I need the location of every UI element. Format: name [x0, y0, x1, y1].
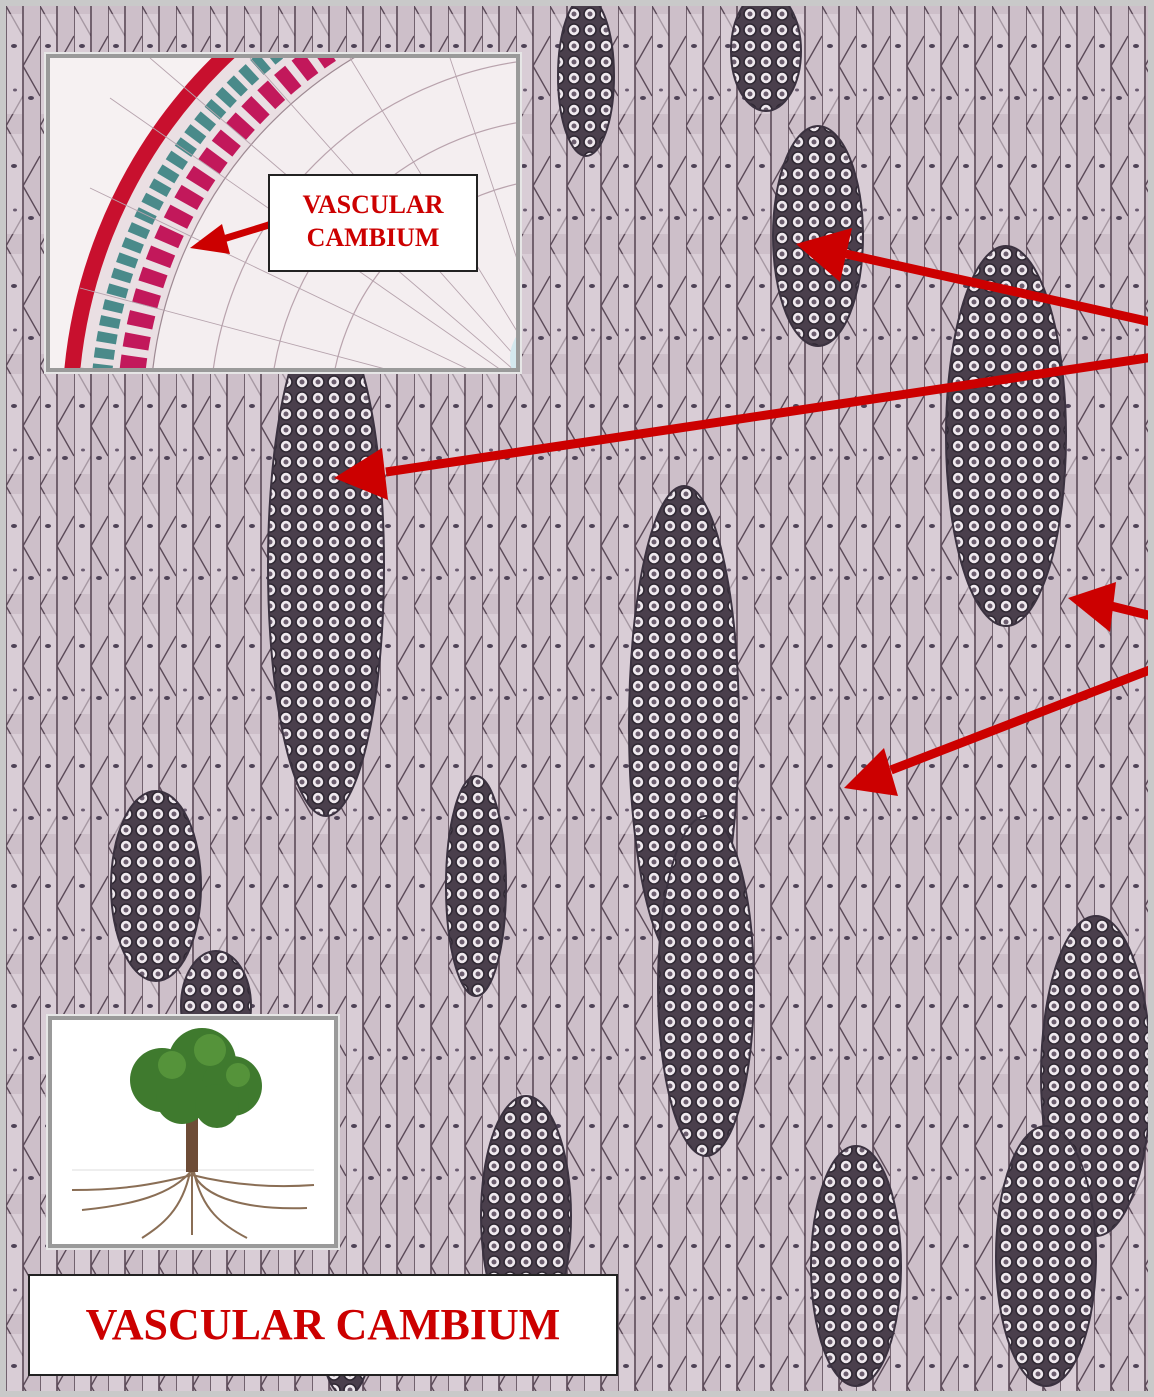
tree-inset — [48, 1016, 338, 1248]
inset-label-line1: VASCULAR — [270, 188, 476, 221]
inset-label-line2: CAMBIUM — [270, 221, 476, 254]
tree-illustration-icon — [52, 1020, 334, 1244]
figure-title: VASCULAR CAMBIUM — [28, 1274, 618, 1376]
inset-label: VASCULAR CAMBIUM — [268, 174, 478, 272]
